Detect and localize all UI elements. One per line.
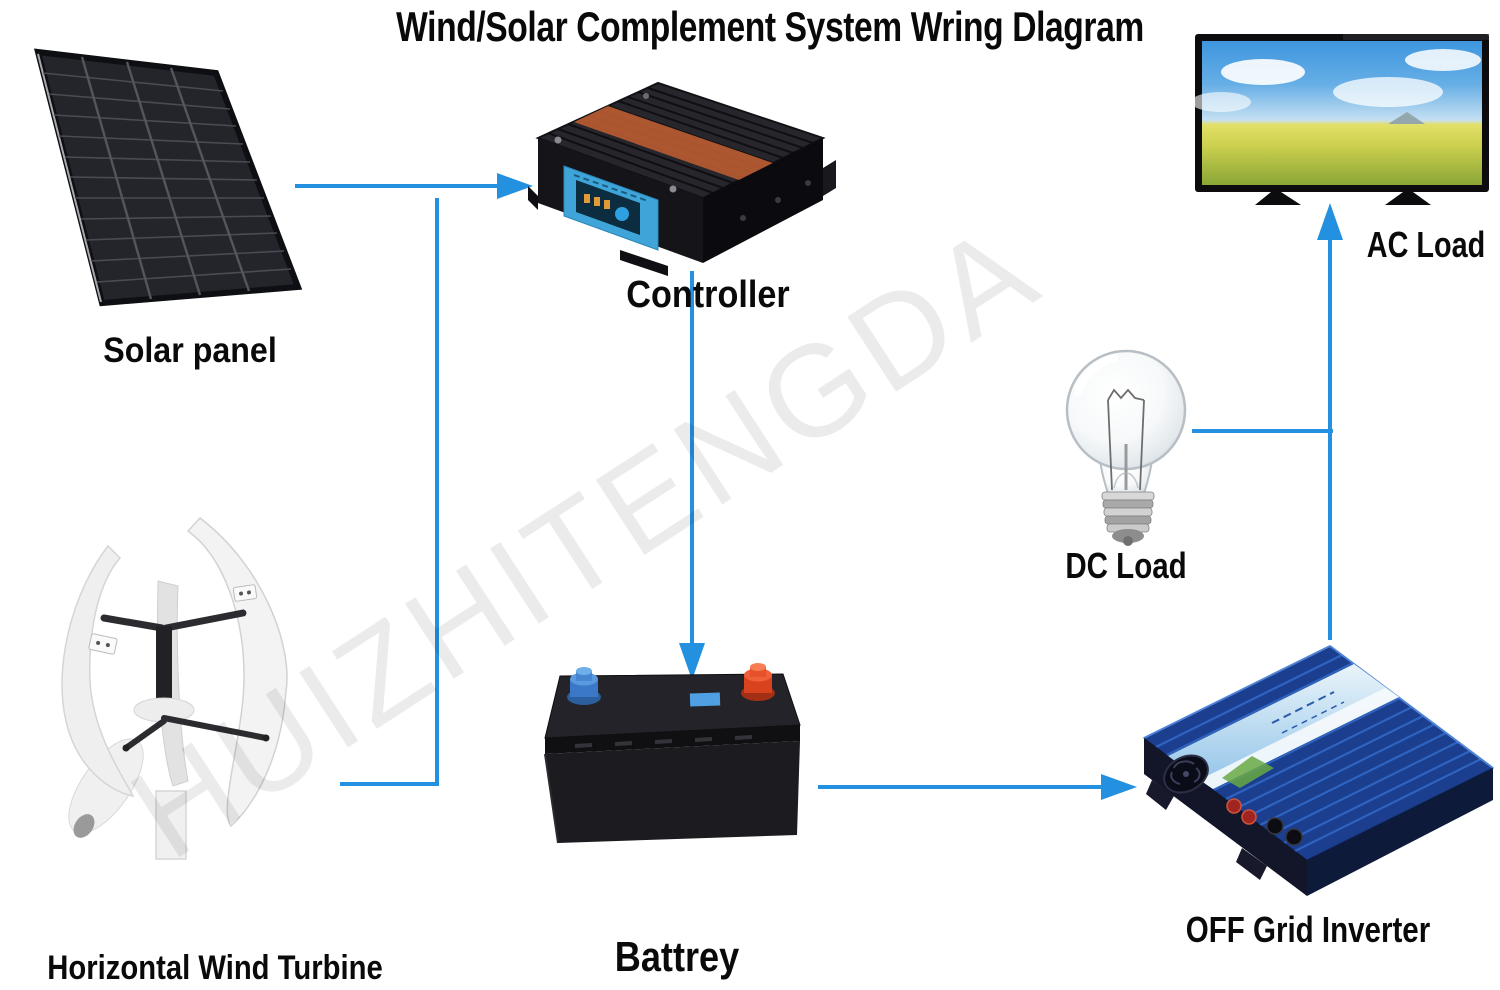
solar-panel-label: Solar panel <box>103 331 277 370</box>
wire-turbine-to-controller <box>340 198 439 786</box>
wind-turbine-image <box>61 516 288 860</box>
inverter-image <box>1143 645 1494 896</box>
dc-load-label: DC Load <box>1065 545 1187 586</box>
solar-panel-image <box>34 48 303 307</box>
ac-load-label: AC Load <box>1366 224 1486 265</box>
wire-controller-to-battery <box>679 271 705 680</box>
wind-turbine-label: Horizontal Wind Turbine <box>47 949 383 987</box>
battery-image <box>544 663 801 844</box>
wire-inverter-to-ac-load <box>1317 203 1343 640</box>
page-title: Wind/Solar Complement System Wring Dlagr… <box>396 3 1144 50</box>
wire-battery-to-inverter <box>818 774 1137 800</box>
inverter-label: OFF Grid Inverter <box>1185 909 1431 950</box>
controller-label: Controller <box>626 274 790 316</box>
wire-solar-to-controller <box>295 173 533 199</box>
ac-load-tv-image <box>1193 34 1489 205</box>
dc-load-bulb-image <box>1065 349 1187 546</box>
controller-image <box>528 81 836 276</box>
battery-label: Battrey <box>614 933 740 980</box>
